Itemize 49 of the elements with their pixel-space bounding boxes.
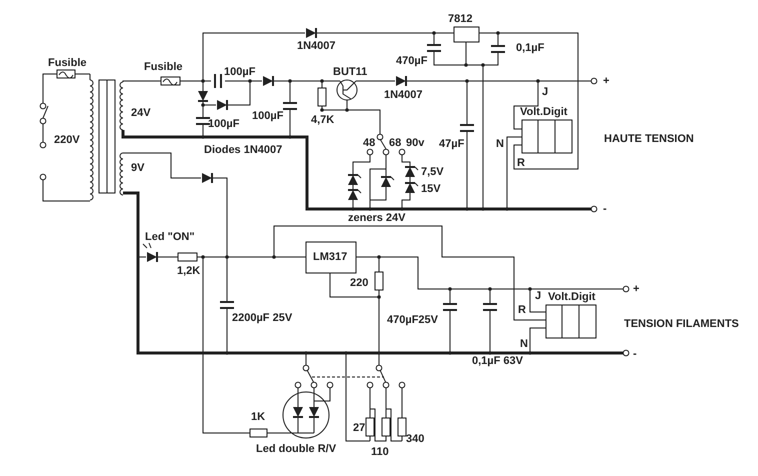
switch-position-label: 48 [362, 137, 376, 149]
part-label: 340 [405, 433, 426, 445]
switch-position-label: 90v [405, 137, 426, 149]
voltage-label: 9V [130, 162, 146, 174]
terminal-label: - [602, 203, 608, 215]
pin-label: N [519, 338, 529, 350]
part-label: 1,2K [176, 265, 202, 277]
part-label: 470µF25V [386, 314, 439, 326]
pin-label: J [534, 290, 542, 302]
part-label: 7,5V [420, 166, 445, 178]
part-label: 220 [349, 277, 370, 289]
part-label: 100µF [207, 118, 240, 130]
part-label: LM317 [312, 251, 348, 263]
part-label: 27 [352, 422, 366, 434]
part-label: Fusible [47, 57, 88, 69]
switch-position-label: 68 [388, 137, 402, 149]
terminal-label: - [632, 348, 638, 360]
voltage-label: 220V [53, 134, 81, 146]
part-label: BUT11 [332, 66, 368, 78]
part-label: 100µF [223, 66, 256, 78]
part-label: 2200µF 25V [231, 312, 294, 324]
part-label: 0,1µF [515, 42, 546, 54]
section-title: TENSION FILAMENTS [623, 318, 740, 330]
pin-label: N [495, 138, 505, 150]
part-label: 47µF [438, 138, 466, 150]
part-label: Led double R/V [255, 443, 338, 455]
part-label: 1N4007 [296, 40, 337, 52]
pin-label: R [517, 304, 527, 316]
part-label: Fusible [143, 61, 184, 73]
terminal-label: + [602, 75, 610, 87]
voltage-label: 24V [130, 107, 152, 119]
part-label: 100µF [251, 110, 284, 122]
part-label: 110 [370, 446, 390, 458]
part-label: 0,1µF 63V [471, 355, 524, 367]
section-title: HAUTE TENSION [603, 133, 695, 145]
part-label: 4,7K [310, 114, 336, 126]
part-label: 1K [250, 411, 266, 423]
part-label: 470µF [395, 55, 428, 67]
part-label: Diodes 1N4007 [203, 144, 284, 156]
part-label: Led "ON" [144, 231, 196, 243]
part-label: zeners 24V [347, 212, 406, 224]
part-label: 1N4007 [383, 89, 424, 101]
part-label: 7812 [447, 13, 474, 25]
pin-label: J [541, 86, 550, 98]
part-label: Volt.Digit [547, 291, 596, 303]
terminal-label: + [632, 283, 640, 295]
part-label: Volt.Digit [519, 106, 568, 118]
pin-label: R [516, 157, 526, 169]
part-label: 15V [420, 183, 442, 195]
